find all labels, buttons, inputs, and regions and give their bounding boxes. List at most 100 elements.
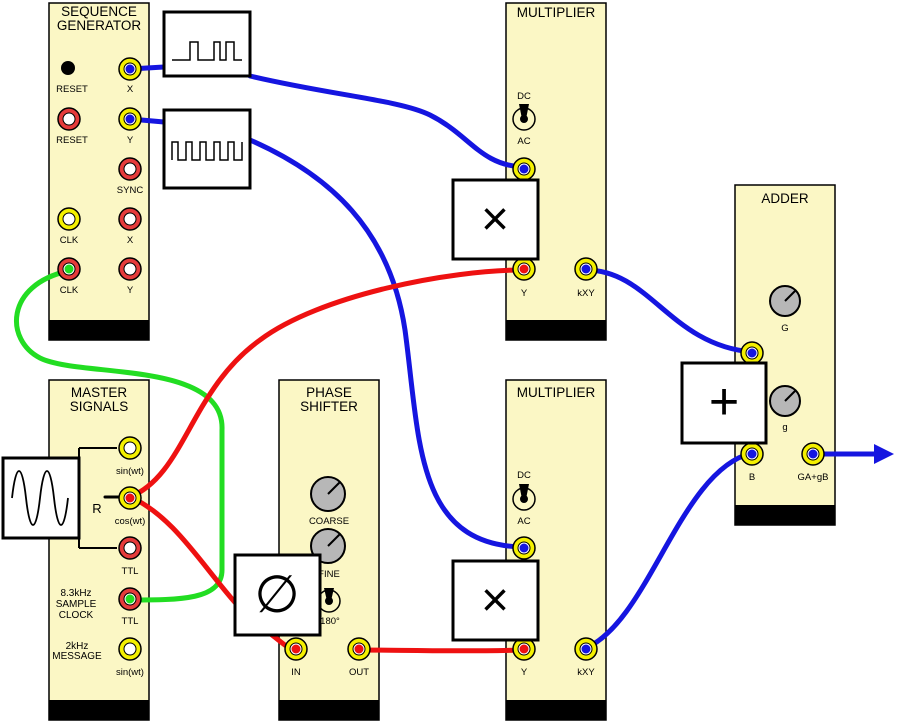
adder-title: ADDER — [761, 191, 809, 206]
master-msg-line1: 2kHz — [66, 641, 89, 652]
master-clock-line1: 8.3kHz — [60, 588, 91, 599]
multiplier-bottom-block: × — [451, 559, 540, 642]
adder-symbol: + — [709, 373, 739, 431]
adder-out-label: GA+gB — [798, 472, 829, 483]
seqgen-x2-socket[interactable] — [118, 207, 142, 231]
phase-out-socket[interactable] — [347, 637, 371, 661]
phase-fine-label: FINE — [318, 569, 340, 580]
square-wave-y-block — [162, 108, 252, 190]
seqgen-title-2: GENERATOR — [57, 18, 142, 33]
mult1-dc-ac-switch[interactable] — [512, 104, 536, 131]
adder-gain-small-g-knob[interactable] — [769, 385, 801, 417]
master-clock-line3: CLOCK — [59, 610, 94, 621]
seqgen-clk-label: CLK — [60, 235, 79, 246]
sine-wave-block: R — [1, 447, 117, 549]
seqgen-x-socket[interactable] — [118, 57, 142, 81]
seqgen-clk2-label: CLK — [60, 285, 79, 296]
mult2-y-socket[interactable] — [512, 637, 536, 661]
phase-coarse-label: COARSE — [309, 516, 349, 527]
square-wave-x-block — [162, 10, 252, 78]
master-cos-socket[interactable] — [118, 486, 142, 510]
r-label: R — [92, 501, 101, 516]
master-sin-socket[interactable] — [118, 436, 142, 460]
adder-block: + — [680, 361, 768, 445]
master-ttl-socket[interactable] — [118, 536, 142, 560]
seqgen-reset-label: RESET — [56, 135, 88, 146]
wire-red-cos-to-mult1[interactable] — [127, 267, 526, 500]
phase-title-2: SHIFTER — [300, 399, 358, 414]
multiplier-top-symbol: × — [481, 193, 509, 246]
seqgen-reset-button[interactable] — [61, 61, 75, 75]
mult2-y-label: Y — [521, 667, 528, 678]
mult2-kxy-label: kXY — [577, 667, 595, 678]
square-wave-x-icon — [172, 41, 242, 61]
seqgen-clk-socket[interactable] — [57, 207, 81, 231]
seqgen-sync-socket[interactable] — [118, 157, 142, 181]
master-ttl-label: TTL — [122, 566, 139, 577]
phase-range-switch[interactable] — [317, 588, 341, 613]
square-wave-y-icon — [171, 141, 243, 161]
adder-gain-g-knob[interactable] — [769, 285, 801, 317]
phase-title-1: PHASE — [306, 385, 352, 400]
master-ttl2-label: TTL — [122, 616, 139, 627]
mult2-dc-label: DC — [517, 470, 531, 481]
seqgen-sync-label: SYNC — [117, 185, 144, 196]
seqgen-title-1: SEQUENCE — [61, 4, 137, 19]
adder-a-socket[interactable] — [740, 341, 764, 365]
seqgen-y-socket[interactable] — [118, 107, 142, 131]
multiplier-top-block: × — [451, 178, 540, 261]
mult1-y-label: Y — [521, 288, 528, 299]
mult2-dc-ac-switch[interactable] — [512, 484, 536, 511]
mult2-x-socket[interactable] — [512, 536, 536, 560]
adder-out-socket[interactable] — [801, 442, 825, 466]
mult1-kxy-label: kXY — [577, 288, 595, 299]
wire-green-clk[interactable] — [14, 268, 225, 603]
phase-shift-block: ∅ — [233, 553, 322, 637]
adder-g-small-label: g — [782, 422, 787, 433]
phase-in-socket[interactable] — [284, 637, 308, 661]
mult1-kxy-socket[interactable] — [574, 257, 598, 281]
phase-coarse-knob[interactable] — [310, 476, 346, 512]
master-msg-socket[interactable] — [118, 637, 142, 661]
phase-symbol: ∅ — [254, 566, 299, 624]
adder-b-label: B — [749, 472, 755, 483]
wire-blue-x-to-mult1[interactable] — [247, 73, 526, 170]
sockets — [57, 57, 825, 661]
seqgen-y2-socket[interactable] — [118, 257, 142, 281]
master-sin-label: sin(wt) — [116, 466, 144, 477]
wire-red-phase-out-to-mult2[interactable] — [356, 647, 526, 654]
seqgen-y2-label: Y — [127, 285, 134, 296]
seqgen-x2-label: X — [127, 235, 134, 246]
mult2-title: MULTIPLIER — [517, 385, 596, 400]
adder-g-label: G — [781, 323, 788, 334]
mult2-ac-label: AC — [517, 516, 530, 527]
master-cos-label: cos(wt) — [115, 516, 146, 527]
mult1-y-socket[interactable] — [512, 257, 536, 281]
mult1-dc-label: DC — [517, 91, 531, 102]
master-title-1: MASTER — [71, 385, 128, 400]
seqgen-x-label: X — [127, 84, 134, 95]
multiplier-bottom-symbol: × — [481, 574, 509, 627]
master-msg-line2: MESSAGE — [52, 651, 102, 662]
seqgen-clk2-socket[interactable] — [57, 257, 81, 281]
mult1-ac-label: AC — [517, 136, 530, 147]
mult2-kxy-socket[interactable] — [574, 637, 598, 661]
mult1-x-socket[interactable] — [512, 157, 536, 181]
sine-wave-icon — [11, 470, 69, 526]
master-title-2: SIGNALS — [70, 399, 129, 414]
master-msg-sin-label: sin(wt) — [116, 667, 144, 678]
mult1-title: MULTIPLIER — [517, 5, 596, 20]
adder-b-socket[interactable] — [740, 442, 764, 466]
phase-out-label: OUT — [349, 667, 369, 678]
seqgen-y-label: Y — [127, 135, 134, 146]
seqgen-reset-dot-label: RESET — [56, 84, 88, 95]
phase-in-label: IN — [291, 667, 301, 678]
seqgen-reset-socket[interactable] — [57, 107, 81, 131]
wire-blue-kxy2-to-adder[interactable] — [583, 450, 755, 651]
wire-blue-y-to-mult2[interactable] — [247, 137, 526, 550]
master-clock-line2: SAMPLE — [56, 599, 97, 610]
master-ttl2-socket[interactable] — [118, 587, 142, 611]
wire-blue-kxy1-to-adder[interactable] — [583, 267, 755, 355]
